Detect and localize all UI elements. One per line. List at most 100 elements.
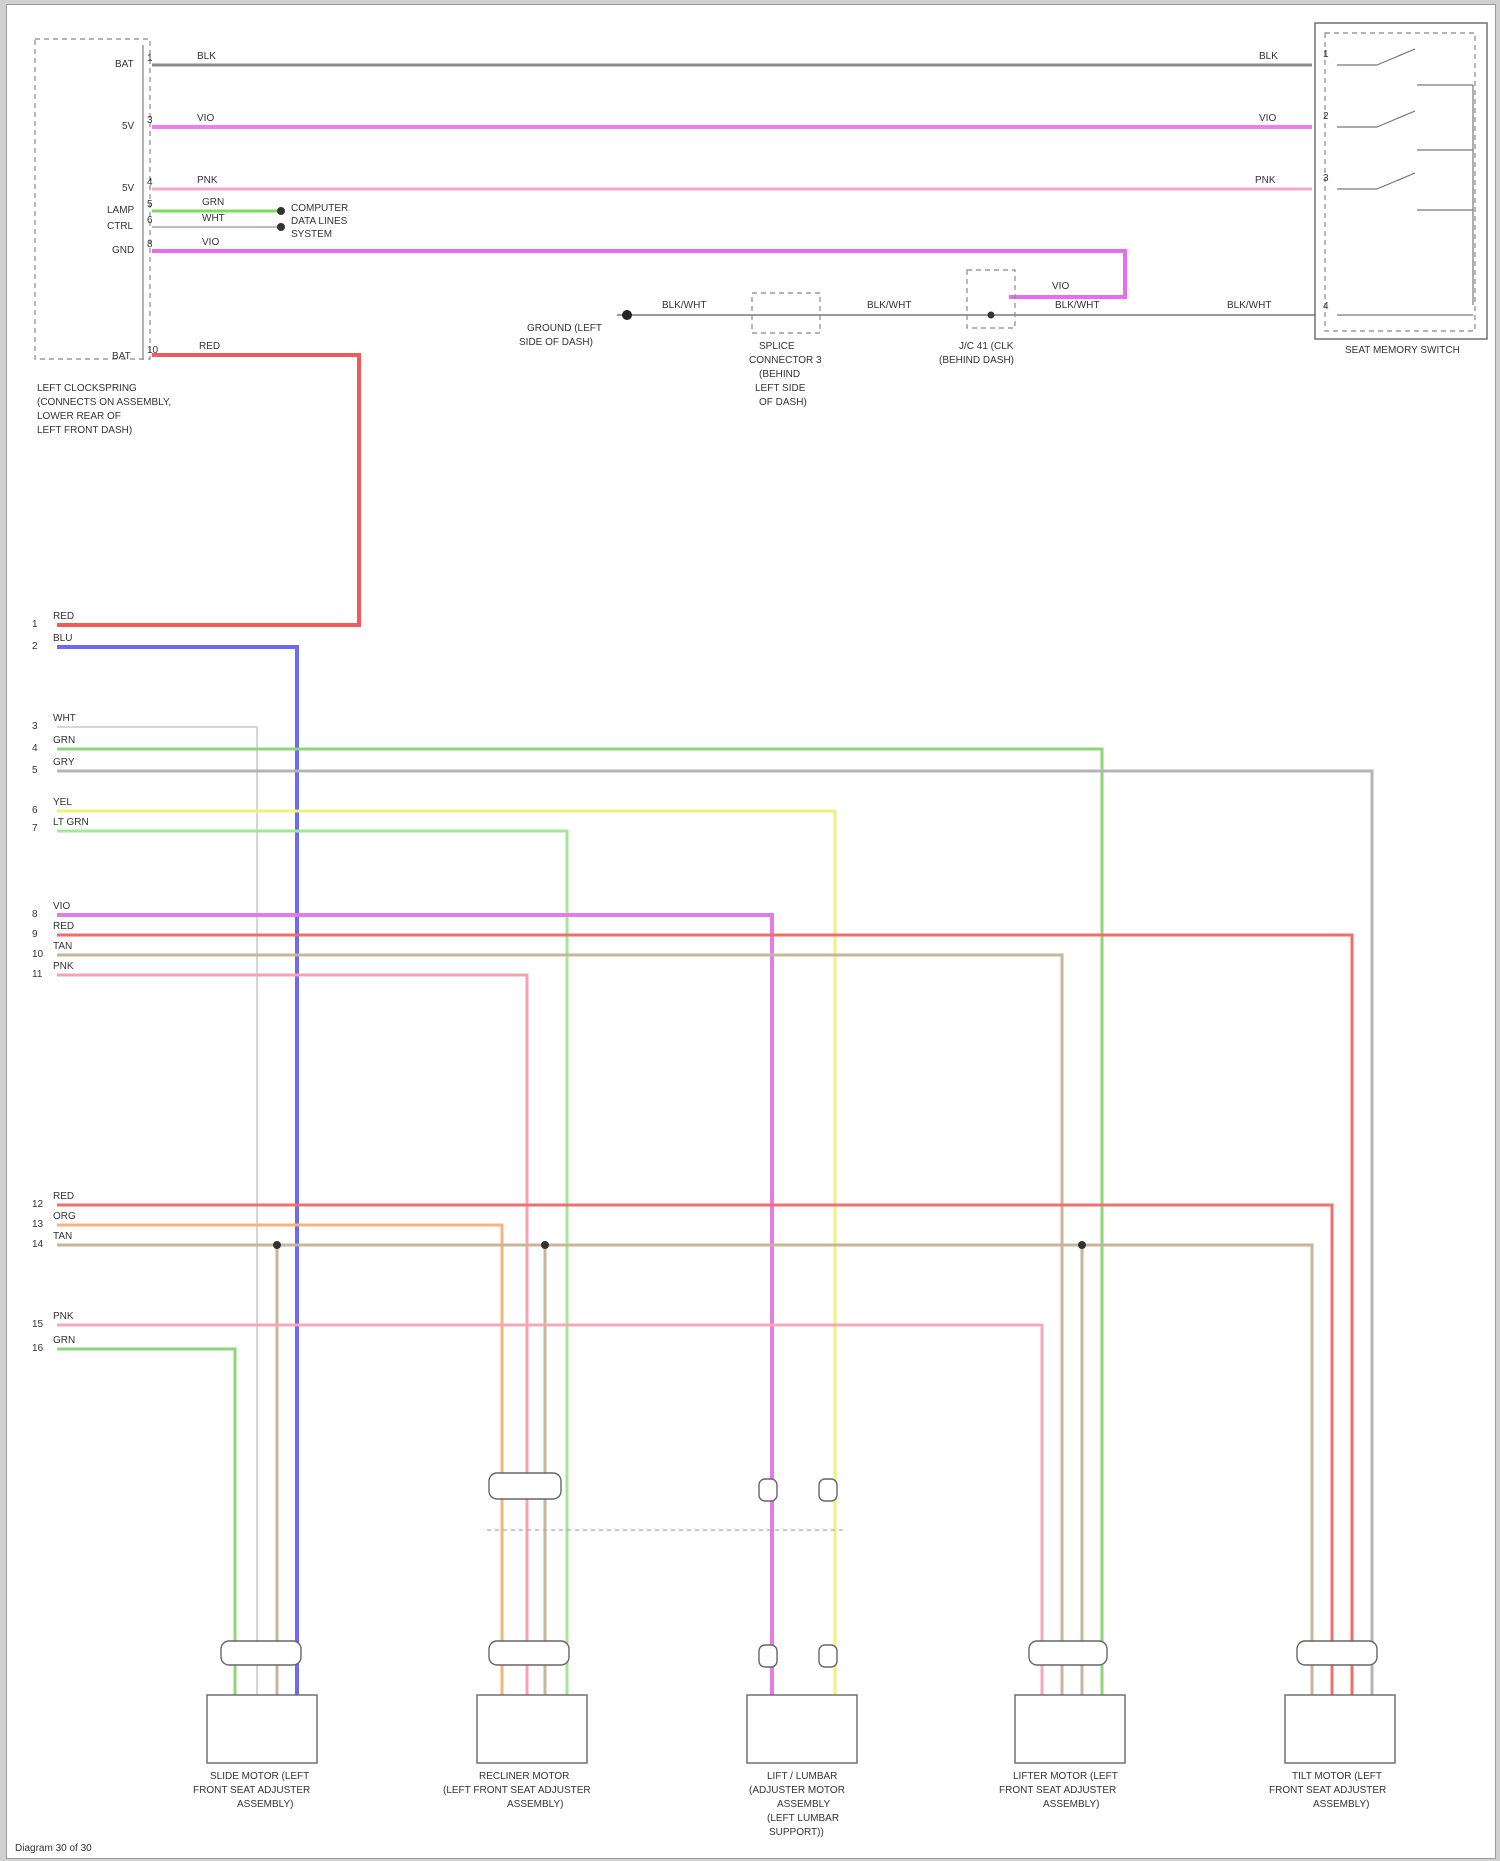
harness-pin: 7 (32, 823, 38, 834)
ground-label: SIDE OF DASH) (519, 337, 593, 348)
motor-caption: (ADJUSTER MOTOR (749, 1785, 845, 1796)
module-pin-number: 1 (147, 53, 153, 64)
harness-wire-label: GRN (53, 735, 75, 746)
inline-connectors (487, 1473, 847, 1530)
ground-point-icon (622, 310, 632, 320)
switch-pin: 4 (1323, 301, 1329, 312)
splice-label: OF DASH) (759, 397, 807, 408)
motor-caption: FRONT SEAT ADJUSTER (999, 1785, 1116, 1796)
module-pin-name: CTRL (107, 221, 134, 232)
splice-label: CONNECTOR 3 (749, 355, 822, 366)
junction-label: (BEHIND DASH) (939, 355, 1014, 366)
junction-label: J/C 41 (CLK (959, 341, 1014, 352)
wire-red-2 (57, 1205, 1332, 1695)
data-line-arrow (277, 207, 285, 215)
harness-pin: 8 (32, 909, 38, 920)
lumbar-motor-icon (747, 1695, 857, 1763)
harness-wire-label: GRY (53, 757, 75, 768)
harness-pin: 12 (32, 1199, 44, 1210)
wire-label: BLK/WHT (1227, 300, 1271, 311)
wire-tan-2 (57, 1245, 1312, 1695)
motor-caption: ASSEMBLY) (1043, 1799, 1100, 1810)
wire-vio-gnd (152, 251, 1125, 297)
harness-wire-label: TAN (53, 1231, 72, 1242)
motors: SLIDE MOTOR (LEFT FRONT SEAT ADJUSTER AS… (193, 1695, 1395, 1838)
data-line-arrow (277, 223, 285, 231)
harness-pin: 13 (32, 1219, 44, 1230)
junction-connector-icon (967, 270, 1015, 328)
clockspring-module-outline (35, 39, 150, 359)
module-pin-number: 6 (147, 215, 153, 226)
module-pin-name: GND (112, 245, 134, 256)
splice-dot (273, 1241, 281, 1249)
memory-switch-caption: SEAT MEMORY SWITCH (1345, 345, 1460, 356)
wire-lt-grn (57, 831, 567, 1695)
seat-memory-switch: 1 2 3 4 SEAT MEMORY SWITCH (1315, 23, 1487, 356)
harness-pin: 15 (32, 1319, 44, 1330)
wire-org (57, 1225, 502, 1695)
motor-caption: FRONT SEAT ADJUSTER (1269, 1785, 1386, 1796)
harness-wire-label: GRN (53, 1335, 75, 1346)
splice-dot (1078, 1241, 1086, 1249)
lifter-motor-icon (1015, 1695, 1125, 1763)
connector-block (759, 1479, 777, 1501)
harness-pin: 9 (32, 929, 38, 940)
harness-wires (57, 647, 1372, 1695)
harness-pin: 10 (32, 949, 44, 960)
harness-wire-label: ORG (53, 1211, 76, 1222)
wire-label: WHT (202, 213, 225, 224)
harness-wire-label: YEL (53, 797, 72, 808)
module-pin-name: BAT (115, 59, 134, 70)
harness-wire-label: RED (53, 611, 74, 622)
module-pin-labels: BAT 1 5V 3 5V 4 LAMP 5 CTRL 6 GND 8 BAT … (107, 53, 159, 362)
junction-dot (988, 312, 995, 319)
wire-label: BLK/WHT (867, 300, 911, 311)
wiring-diagram-sheet: BAT 1 5V 3 5V 4 LAMP 5 CTRL 6 GND 8 BAT … (6, 4, 1496, 1859)
module-caption: LEFT CLOCKSPRING (CONNECTS ON ASSEMBLY, … (37, 383, 171, 436)
wire-label: VIO (1052, 281, 1069, 292)
memory-switch-outline (1315, 23, 1487, 339)
motor-connector (1029, 1641, 1107, 1665)
module-pin-name: LAMP (107, 205, 135, 216)
splice-connector-icon (752, 293, 820, 333)
motor-connector (489, 1641, 569, 1665)
wire-label: BLK/WHT (662, 300, 706, 311)
harness-pin: 1 (32, 619, 38, 630)
wire-yel (57, 811, 835, 1695)
splice-label: (BEHIND (759, 369, 800, 380)
switch-pin: 3 (1323, 173, 1329, 184)
motor-caption: (LEFT FRONT SEAT ADJUSTER (443, 1785, 591, 1796)
motor-connector (759, 1645, 777, 1667)
motor-caption: ASSEMBLY) (1313, 1799, 1370, 1810)
connector-block (819, 1479, 837, 1501)
wire-label: VIO (1259, 113, 1276, 124)
motor-caption: SLIDE MOTOR (LEFT (210, 1771, 309, 1782)
harness-wire-label: WHT (53, 713, 76, 724)
harness-pin: 5 (32, 765, 38, 776)
module-pin-number: 4 (147, 177, 153, 188)
motor-caption: ASSEMBLY (777, 1799, 830, 1810)
wire-label: GRN (202, 197, 224, 208)
module-pin-name: 5V (122, 183, 135, 194)
wire-red (57, 935, 1352, 1695)
wire-red-bat (57, 355, 359, 625)
motor-connector (1297, 1641, 1377, 1665)
motor-connectors (221, 1641, 1377, 1667)
ground-label: GROUND (LEFT (527, 323, 602, 334)
wire-label: PNK (197, 175, 218, 186)
module-pin-number: 5 (147, 199, 153, 210)
ground-run: GROUND (LEFT SIDE OF DASH) BLK/WHT BLK/W… (519, 270, 1317, 408)
wire-pnk (57, 975, 527, 1695)
motor-connector (819, 1645, 837, 1667)
module-caption-line: LEFT CLOCKSPRING (37, 383, 137, 394)
harness-pin: 4 (32, 743, 38, 754)
harness-wire-label: PNK (53, 961, 74, 972)
wire-label: VIO (202, 237, 219, 248)
wire-blu (57, 647, 297, 1695)
connector-block (489, 1473, 561, 1499)
module-caption-line: LEFT FRONT DASH) (37, 425, 132, 436)
wire-gry (57, 771, 1372, 1695)
harness-wire-label: TAN (53, 941, 72, 952)
motor-connector (221, 1641, 301, 1665)
side-note: DATA LINES (291, 216, 348, 227)
